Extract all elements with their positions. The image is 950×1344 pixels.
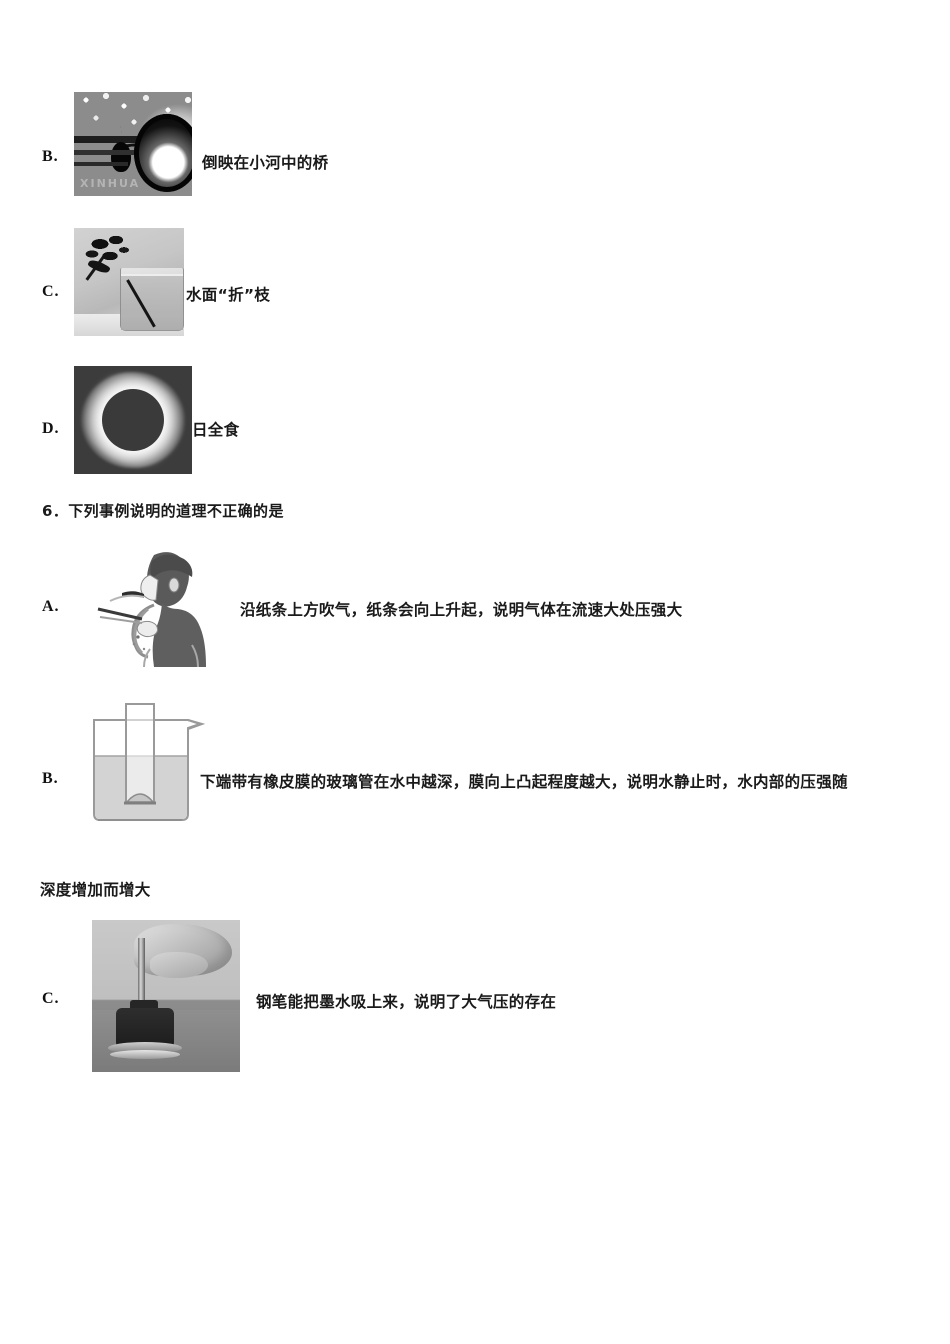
bridge-railing-reflection-shape (74, 162, 128, 166)
option-row-b-q5: B. (42, 148, 72, 166)
fingers-shape (150, 952, 208, 978)
boy-blowing-paper-strip-figure (92, 545, 222, 667)
beaker-illustration-svg (93, 703, 206, 821)
boy-blowing-illustration-svg (97, 552, 206, 667)
option-caption-a-q6: 沿纸条上方吹气，纸条会向上升起，说明气体在流速大处压强大 (240, 601, 683, 619)
bridge-reflection-photo: XINHUA (74, 92, 192, 196)
beaker-tube-rubber-membrane-figure (82, 702, 210, 828)
flower-head-shape (84, 234, 130, 268)
option-row-c-q6: C. (42, 990, 72, 1008)
option-row-c-q5: C. (42, 283, 72, 301)
option-caption-c-q6: 钢笔能把墨水吸上来，说明了大气压的存在 (256, 993, 557, 1011)
pen-barrel-shape (138, 938, 145, 1016)
option-caption-c-q5: 水面“折”枝 (186, 286, 271, 304)
bridge-deck-shape (74, 136, 192, 143)
option-row-a-q6: A. (42, 598, 72, 616)
question-6-stem: 6．下列事例说明的道理不正确的是 (42, 502, 284, 520)
option-caption-b-q6-continued: 深度增加而增大 (40, 881, 151, 899)
option-row-d-q5: D. (42, 420, 72, 438)
option-letter-b-q5: B. (42, 148, 59, 165)
bridge-railing-shape (74, 150, 134, 155)
option-letter-c-q6: C. (42, 990, 60, 1007)
moon-disk-shape (102, 389, 164, 451)
option-letter-c-q5: C. (42, 283, 60, 300)
option-letter-b-q6: B. (42, 770, 59, 787)
water-glass-shape (120, 268, 184, 331)
option-caption-b-q5: 倒映在小河中的桥 (202, 154, 329, 172)
bridge-arch-large-shape (134, 114, 192, 192)
option-caption-b-q6: 下端带有橡皮膜的玻璃管在水中越深，膜向上凸起程度越大，说明水静止时，水内部的压强… (200, 773, 848, 791)
photo-watermark: XINHUA (80, 177, 141, 190)
solar-eclipse-photo (74, 366, 192, 474)
water-surface-line (121, 274, 183, 276)
bridge-arch-small-shape (111, 142, 131, 172)
option-caption-d-q5: 日全食 (192, 421, 240, 439)
fountain-pen-ink-bottle-photo (92, 920, 240, 1072)
option-row-b-q6: B. (42, 770, 72, 788)
ink-bottle-base-shape (110, 1050, 180, 1059)
bent-stem-in-water-photo (74, 228, 184, 336)
option-letter-d-q5: D. (42, 420, 60, 437)
option-letter-a-q6: A. (42, 598, 60, 615)
